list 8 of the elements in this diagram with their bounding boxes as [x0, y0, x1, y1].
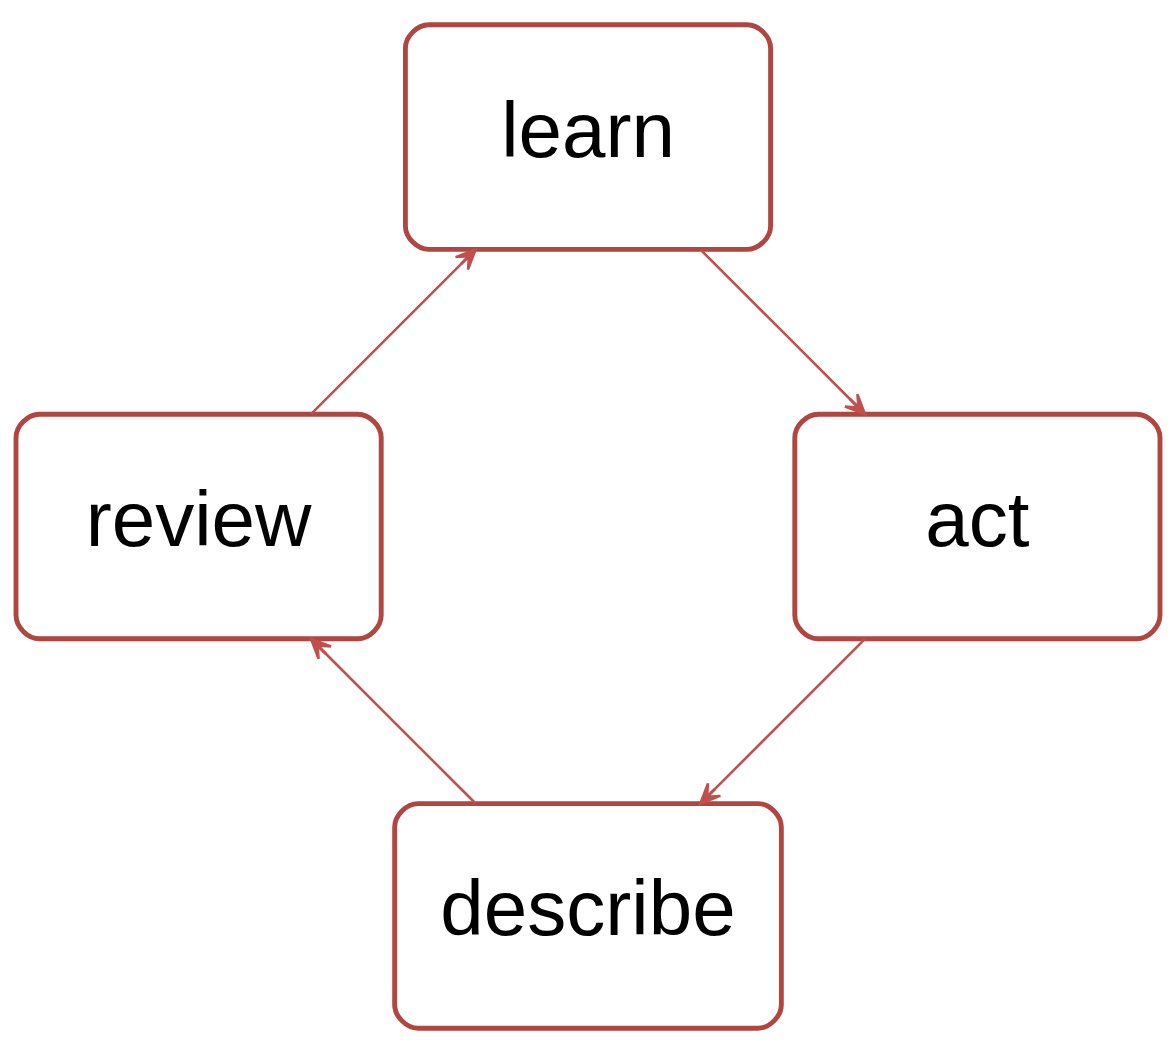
node-box: describe [392, 800, 784, 1031]
node-box: review [13, 411, 384, 641]
node-box: learn [402, 21, 774, 252]
arrow [310, 247, 477, 415]
arrow [699, 637, 866, 805]
arrow [699, 248, 867, 415]
arrow [309, 637, 477, 804]
node-box: act [792, 411, 1163, 641]
